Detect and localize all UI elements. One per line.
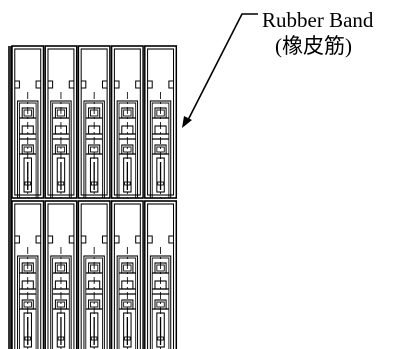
callout-label: Rubber Band xyxy=(262,8,374,32)
slot-tier2-col4 xyxy=(110,200,144,349)
slot-tier1-col5 xyxy=(144,45,178,199)
slot-tier1-col1 xyxy=(11,45,45,199)
slot-tier1-col2 xyxy=(44,45,78,199)
callout-leader xyxy=(182,13,258,128)
slot-tier1-col4 xyxy=(110,45,144,199)
slot-grid xyxy=(11,45,178,349)
slot-tier2-col3 xyxy=(77,200,111,349)
slot-tier1-col3 xyxy=(77,45,111,199)
slot-tier2-col5 xyxy=(144,200,178,349)
callout-label-translation: (橡皮筋) xyxy=(275,34,352,58)
slot-tier2-col2 xyxy=(44,200,78,349)
slot-tier2-col1 xyxy=(11,200,45,349)
stack-border xyxy=(8,46,12,349)
